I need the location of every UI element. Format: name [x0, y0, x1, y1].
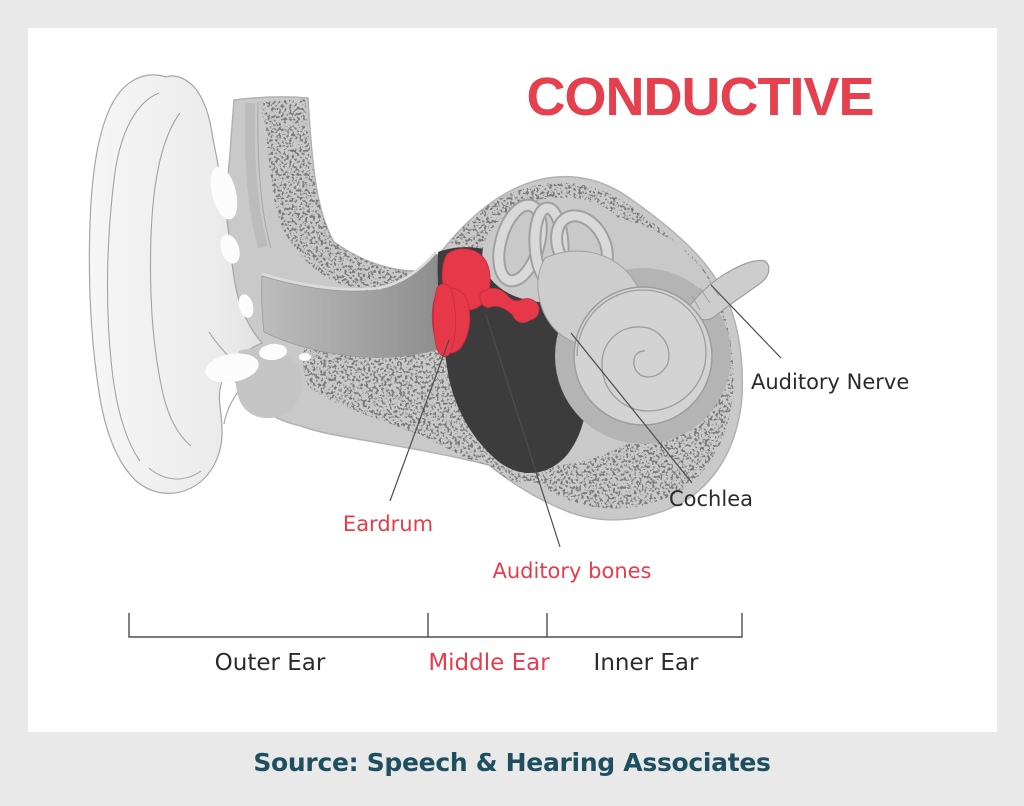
helix-fold-line — [106, 92, 160, 462]
eardrum-label: Eardrum — [343, 512, 433, 536]
auditory-nerve-label: Auditory Nerve — [751, 370, 909, 394]
tragus-curve-line — [223, 388, 241, 425]
bone-column-edge-line — [257, 101, 272, 249]
middle-ear-label: Middle Ear — [428, 650, 550, 676]
cochlea-shape — [573, 286, 713, 426]
eardrum-membrane-edge — [432, 283, 457, 357]
cochlea-label: Cochlea — [669, 487, 753, 511]
ear-canal-top-rim — [261, 251, 437, 291]
bone-column-highlight — [244, 102, 268, 249]
auditory-nerve-leader-line — [710, 284, 782, 359]
incus-stapes-bridge — [479, 287, 540, 321]
source-caption: Source: Speech & Hearing Associates — [253, 748, 771, 777]
inner-ear-group — [482, 197, 770, 444]
earlobe-line — [148, 467, 202, 480]
leader-lines — [389, 284, 782, 548]
middle-ear-red-group — [431, 248, 540, 357]
outer-ear-label: Outer Ear — [215, 650, 326, 676]
antihelix-fold-line — [149, 112, 192, 447]
inner-ear-label: Inner Ear — [594, 650, 699, 676]
region-bracket — [128, 613, 743, 638]
auditory-bones-label: Auditory bones — [492, 559, 651, 583]
cochlea-spiral — [576, 289, 707, 412]
auditory-bones-leader-line — [485, 314, 561, 548]
eardrum-leader-line — [389, 339, 450, 502]
stapes-ring — [512, 301, 534, 323]
cochlea-leader-line — [570, 332, 693, 484]
diagram-title: CONDUCTIVE — [526, 67, 874, 127]
cartilage-gap-blobs — [205, 166, 311, 383]
auditory-nerve-shape — [687, 259, 770, 321]
